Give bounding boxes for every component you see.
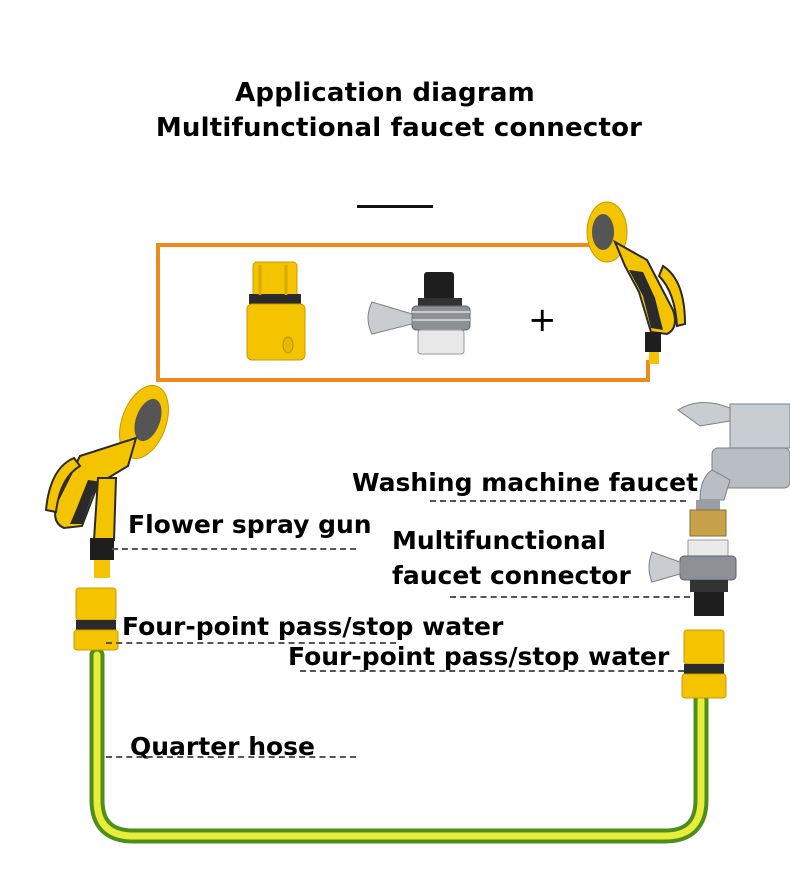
quarter-hose <box>89 647 709 844</box>
label-flower-spray-gun: Flower spray gun <box>128 510 372 539</box>
leader-line-pass-stop-right <box>300 670 684 672</box>
leader-line-hose <box>106 756 356 758</box>
accessory-panel-frame <box>156 243 650 382</box>
leader-line-faucet <box>430 500 686 502</box>
washing-machine-faucet-image <box>677 402 790 537</box>
label-connector-line2: faucet connector <box>392 561 631 590</box>
leader-line-pass-stop-left <box>106 642 396 644</box>
label-pass-stop-right: Four-point pass/stop water <box>288 642 670 671</box>
label-washing-machine-faucet: Washing machine faucet <box>352 468 699 497</box>
faucet-adapter-right <box>648 539 737 616</box>
diagram-title: Application diagram <box>235 78 535 108</box>
leader-line-spray-gun <box>112 548 356 550</box>
label-connector-line1: Multifunctional <box>392 526 606 555</box>
quick-connector-right <box>681 629 727 699</box>
spray-gun-image-panel <box>586 201 687 364</box>
label-pass-stop-left: Four-point pass/stop water <box>122 612 504 641</box>
quick-connector-left <box>73 587 119 651</box>
spray-gun-image-left <box>44 385 169 578</box>
faucet-adapter-image <box>367 272 471 355</box>
diagram-subtitle: Multifunctional faucet connector <box>155 113 643 143</box>
leader-line-connector <box>450 596 690 598</box>
plus-sign: + <box>528 300 557 340</box>
title-underline <box>357 205 433 208</box>
quick-connector-image <box>246 261 306 361</box>
